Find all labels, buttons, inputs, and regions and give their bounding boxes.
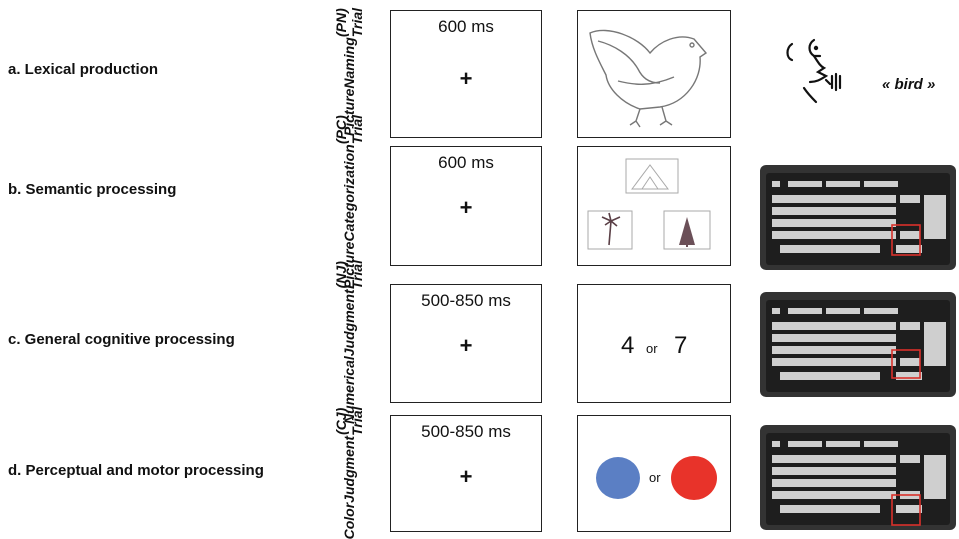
keyboard-icon bbox=[760, 292, 956, 397]
fixation-box-cj: 500-850 ms + bbox=[390, 415, 542, 532]
duration-label: 600 ms bbox=[438, 153, 494, 172]
duration-label: 600 ms bbox=[438, 17, 494, 36]
red-circle bbox=[671, 456, 717, 500]
blue-circle bbox=[596, 457, 640, 499]
highlighted-key bbox=[891, 349, 921, 379]
fixation-cross: + bbox=[459, 333, 473, 358]
fixation-cross: + bbox=[459, 464, 473, 489]
task-label-cognitive: c. General cognitive processing bbox=[8, 331, 235, 348]
keyboard-icon bbox=[760, 425, 956, 530]
fixation-box-pc: 600 ms + bbox=[390, 146, 542, 266]
task-label-lexical: a. Lexical production bbox=[8, 61, 159, 78]
duration-label: 500-850 ms bbox=[421, 291, 511, 310]
stimulus-box-cj: or bbox=[577, 415, 731, 532]
number-right: 7 bbox=[674, 332, 688, 359]
fixation-cross: + bbox=[459, 195, 473, 220]
task-label-perceptual: d. Perceptual and motor processing bbox=[8, 462, 264, 479]
or-label: or bbox=[646, 341, 658, 356]
task-label-semantic: b. Semantic processing bbox=[8, 181, 177, 198]
categorization-pictures bbox=[587, 158, 711, 250]
fixation-cross: + bbox=[459, 66, 473, 91]
stimulus-box-pn bbox=[577, 10, 731, 138]
highlighted-key bbox=[891, 224, 921, 256]
keyboard-icon bbox=[760, 165, 956, 270]
fixation-box-pn: 600 ms + bbox=[390, 10, 542, 138]
fixation-box-nj: 500-850 ms + bbox=[390, 284, 542, 403]
number-left: 4 bbox=[621, 332, 635, 359]
highlighted-key bbox=[891, 494, 921, 526]
stimulus-box-pc bbox=[577, 146, 731, 266]
response-word: « bird » bbox=[882, 76, 936, 93]
speaking-face-icon bbox=[786, 38, 842, 104]
or-label: or bbox=[649, 470, 661, 485]
stimulus-box-nj: 4 or 7 bbox=[577, 284, 731, 403]
duration-label: 500-850 ms bbox=[421, 422, 511, 441]
bird-drawing bbox=[589, 29, 708, 128]
